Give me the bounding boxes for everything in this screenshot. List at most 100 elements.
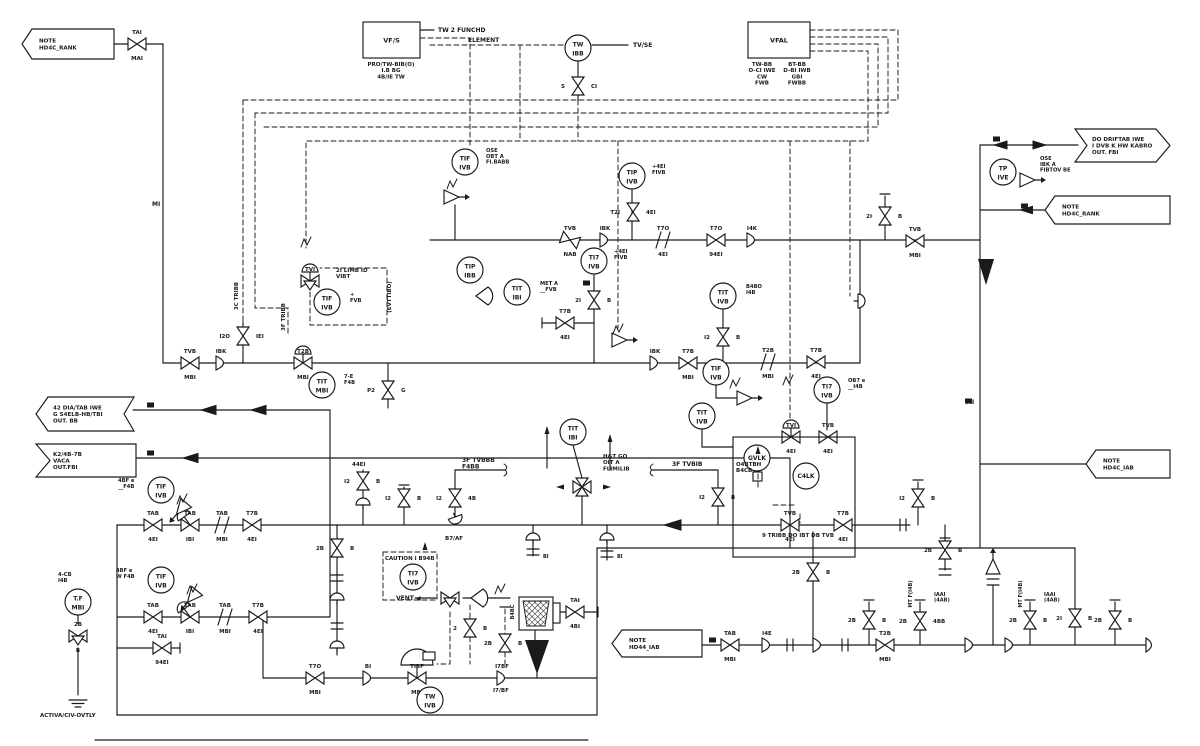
svg-text:2B: 2B [74, 622, 82, 628]
svg-text:T2I: T2I [610, 210, 620, 216]
svg-text:TIF: TIF [156, 484, 166, 491]
gate-valve: 2I B [575, 290, 611, 310]
svg-text:2B: 2B [848, 618, 856, 624]
relief-valve [736, 390, 763, 406]
line-tag [965, 398, 972, 404]
svg-text:T7O: T7O [309, 664, 322, 670]
svg-text:IEI: IEI [256, 334, 264, 340]
flow-arrow [992, 140, 1008, 150]
svg-text:T7B: T7B [810, 348, 822, 354]
four-way-valve [572, 477, 592, 497]
svg-text:IVB: IVB [155, 583, 167, 590]
free-text: 3F TRIBB [281, 303, 287, 331]
svg-text:MBI: MBI [316, 388, 329, 395]
process-lines [77, 29, 1149, 741]
svg-text:B: B [826, 570, 830, 576]
svg-text:IBB: IBB [572, 51, 584, 58]
gate-valve: T7B 4EI [806, 348, 826, 380]
svg-text:4EI: 4EI [148, 629, 158, 635]
free-text: VENT ◀ [396, 595, 421, 602]
svg-text:OB7 e__I4B: OB7 e__I4B [848, 378, 866, 390]
relief-valve [611, 332, 638, 348]
svg-text:TIF: TIF [711, 366, 721, 373]
free-text: B7/AF [445, 536, 463, 542]
svg-text:I2: I2 [704, 335, 710, 341]
svg-text:BI: BI [617, 554, 623, 560]
svg-text:IVB: IVB [821, 393, 833, 400]
svg-text:MBI: MBI [909, 253, 921, 259]
svg-text:MBI: MBI [411, 690, 423, 696]
svg-text:T7B: T7B [682, 349, 694, 355]
check-valve: I4E [761, 631, 772, 653]
svg-text:B: B [518, 641, 522, 647]
free-text: MT F(I4B) [908, 580, 914, 607]
svg-text:IVB: IVB [407, 580, 419, 587]
svg-text:I2: I2 [899, 496, 905, 502]
free-text: 3C TRIBB [234, 282, 240, 310]
svg-text:4EI: 4EI [253, 629, 263, 635]
free-text: 44EI [352, 462, 365, 468]
free-text: TW 2 FUNCHD [438, 27, 485, 34]
svg-text:2B: 2B [924, 548, 932, 554]
check-valve: IBK [649, 349, 661, 371]
svg-text:B: B [1088, 616, 1092, 622]
svg-text:TI7: TI7 [822, 384, 833, 391]
svg-text:B: B [607, 298, 611, 304]
svg-text:4EI: 4EI [247, 537, 257, 543]
signal-squiggle [300, 236, 312, 248]
svg-text:MBI: MBI [72, 605, 85, 612]
svg-text:2I: 2I [575, 298, 581, 304]
svg-text:B: B [882, 618, 886, 624]
svg-text:IVB: IVB [155, 493, 167, 500]
flange-pair [600, 550, 614, 558]
svg-text:B4BC: B4BC [510, 604, 516, 619]
svg-text:T2B: T2B [762, 348, 774, 354]
check-valve: I4K [746, 226, 758, 248]
svg-text:TAB: TAB [219, 603, 231, 609]
dome-fitting [329, 592, 345, 605]
svg-text:B: B [736, 335, 740, 341]
enclosure-box [752, 471, 763, 482]
svg-text:+FVB: +FVB [350, 292, 362, 304]
flow-arrow [422, 542, 428, 550]
flange-pair [526, 548, 540, 556]
svg-text:TAB: TAB [147, 603, 159, 609]
free-text: MI [152, 201, 160, 208]
svg-text:4EI: 4EI [811, 374, 821, 380]
svg-text:TP: TP [999, 166, 1008, 173]
signal-squiggle [782, 374, 794, 386]
svg-text:MBI: MBI [309, 690, 321, 696]
svg-text:(EVTTIBO): (EVTTIBO) [387, 281, 393, 313]
free-text: IAAI(4AB) [934, 592, 950, 604]
svg-text:IVB: IVB [696, 419, 708, 426]
svg-text:MT F(I4B): MT F(I4B) [908, 580, 914, 607]
svg-text:TIT: TIT [697, 410, 708, 417]
svg-text:MI: MI [966, 399, 974, 406]
svg-text:42 DIA/TAB IWE: 42 DIA/TAB IWE [53, 405, 102, 411]
